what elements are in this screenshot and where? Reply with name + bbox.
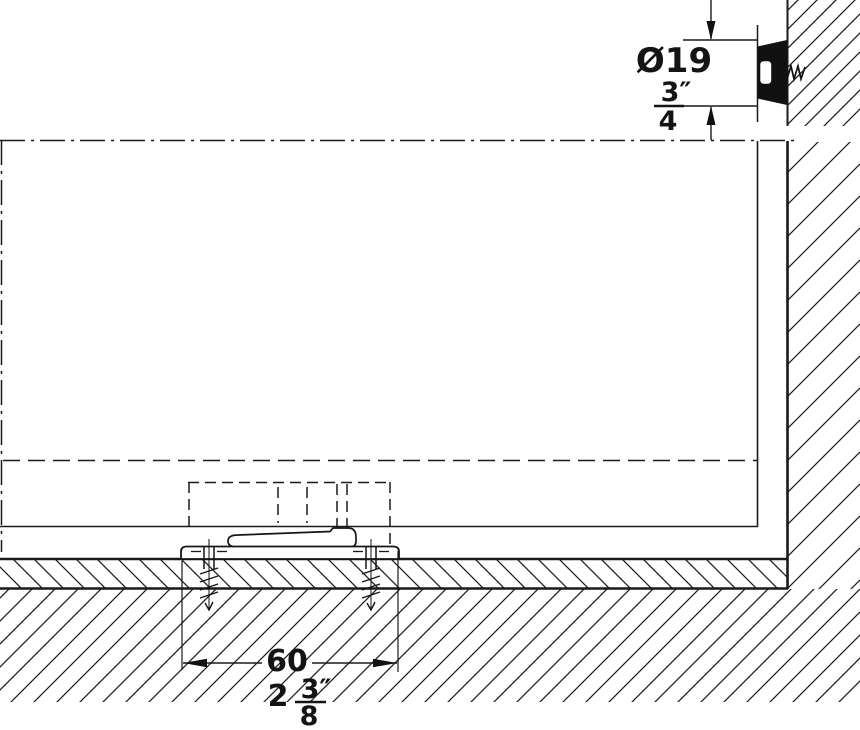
wall-hatch-detail [788,0,860,126]
arrow-up-icon [706,106,716,125]
plate-dimension-imperial-whole: 2 [267,679,289,714]
arrow-left-icon [183,658,207,668]
plate-dimension-metric-label: 60 [266,644,308,679]
bumper-screw-thread [772,62,806,83]
plate-fraction-numerator: 3″ [300,674,332,705]
damper-lever [227,527,357,548]
mounting-plate [180,545,400,560]
screw-right [361,539,381,612]
diameter-label: Ø19 [635,41,713,81]
bumper-detail-view [756,25,806,122]
door-panel [0,139,795,552]
wall-section [786,0,860,589]
cabinet-bottom-panel [0,557,788,590]
dimension-diameter-19 [654,0,757,140]
wall-hatch-main [788,142,860,589]
plate-fraction-denominator: 8 [299,701,319,730]
detail-fraction-numerator: 3″ [660,77,692,108]
detail-fraction-denominator: 4 [658,106,678,137]
screw-left [199,539,219,612]
arrow-down-icon [706,21,716,40]
dimension-plate-60 [181,551,399,704]
mounting-plate-body [180,545,400,560]
bottom-panel-hatch [0,560,788,589]
bumper-screw-head [758,59,773,86]
floor-section [0,589,860,702]
arrow-right-icon [373,658,397,668]
damper-housing-hidden [188,481,391,547]
floor-hatch [0,589,860,702]
